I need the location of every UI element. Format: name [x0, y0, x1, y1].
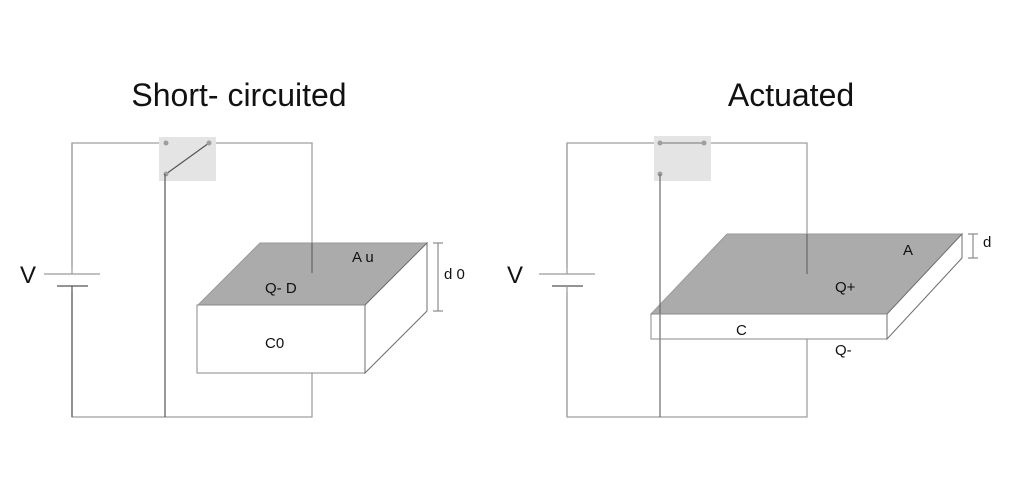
capacitance-label: C0: [265, 335, 284, 352]
title-short-circuited: Short- circuited: [131, 77, 346, 113]
switch[interactable]: [159, 137, 216, 181]
dielectric-front: [196, 304, 366, 374]
dielectric-side: [886, 232, 963, 341]
switch-terminal: [657, 140, 663, 146]
switch-terminal: [163, 171, 169, 177]
battery-icon: [44, 143, 100, 417]
charge-label: Q- D: [265, 280, 297, 297]
switch-lever: [165, 142, 210, 175]
short-circuited-diagram: Short- circuited V: [20, 77, 465, 418]
capacitor-thick: [196, 241, 429, 375]
gap-bracket: [433, 242, 443, 312]
gap-bracket: [968, 233, 978, 259]
charge-bottom-label: Q-: [835, 342, 852, 359]
plate-area-label: A: [903, 242, 913, 259]
switch[interactable]: [654, 136, 711, 181]
plate-area-label: A u: [352, 249, 374, 266]
battery-icon: [539, 143, 595, 417]
dielectric-side: [364, 241, 428, 375]
charge-top-label: Q+: [835, 279, 856, 296]
gap-label: d: [983, 234, 991, 251]
voltage-label: V: [20, 262, 36, 289]
voltage-label: V: [507, 262, 523, 289]
dielectric-front: [650, 313, 888, 340]
capacitance-label: C: [736, 322, 747, 339]
gap-label: d 0: [444, 266, 465, 283]
switch-terminal: [163, 140, 169, 146]
switch-terminal: [701, 140, 707, 146]
switch-terminal: [206, 140, 212, 146]
title-actuated: Actuated: [728, 77, 854, 113]
actuated-diagram: Actuated V: [507, 77, 991, 418]
